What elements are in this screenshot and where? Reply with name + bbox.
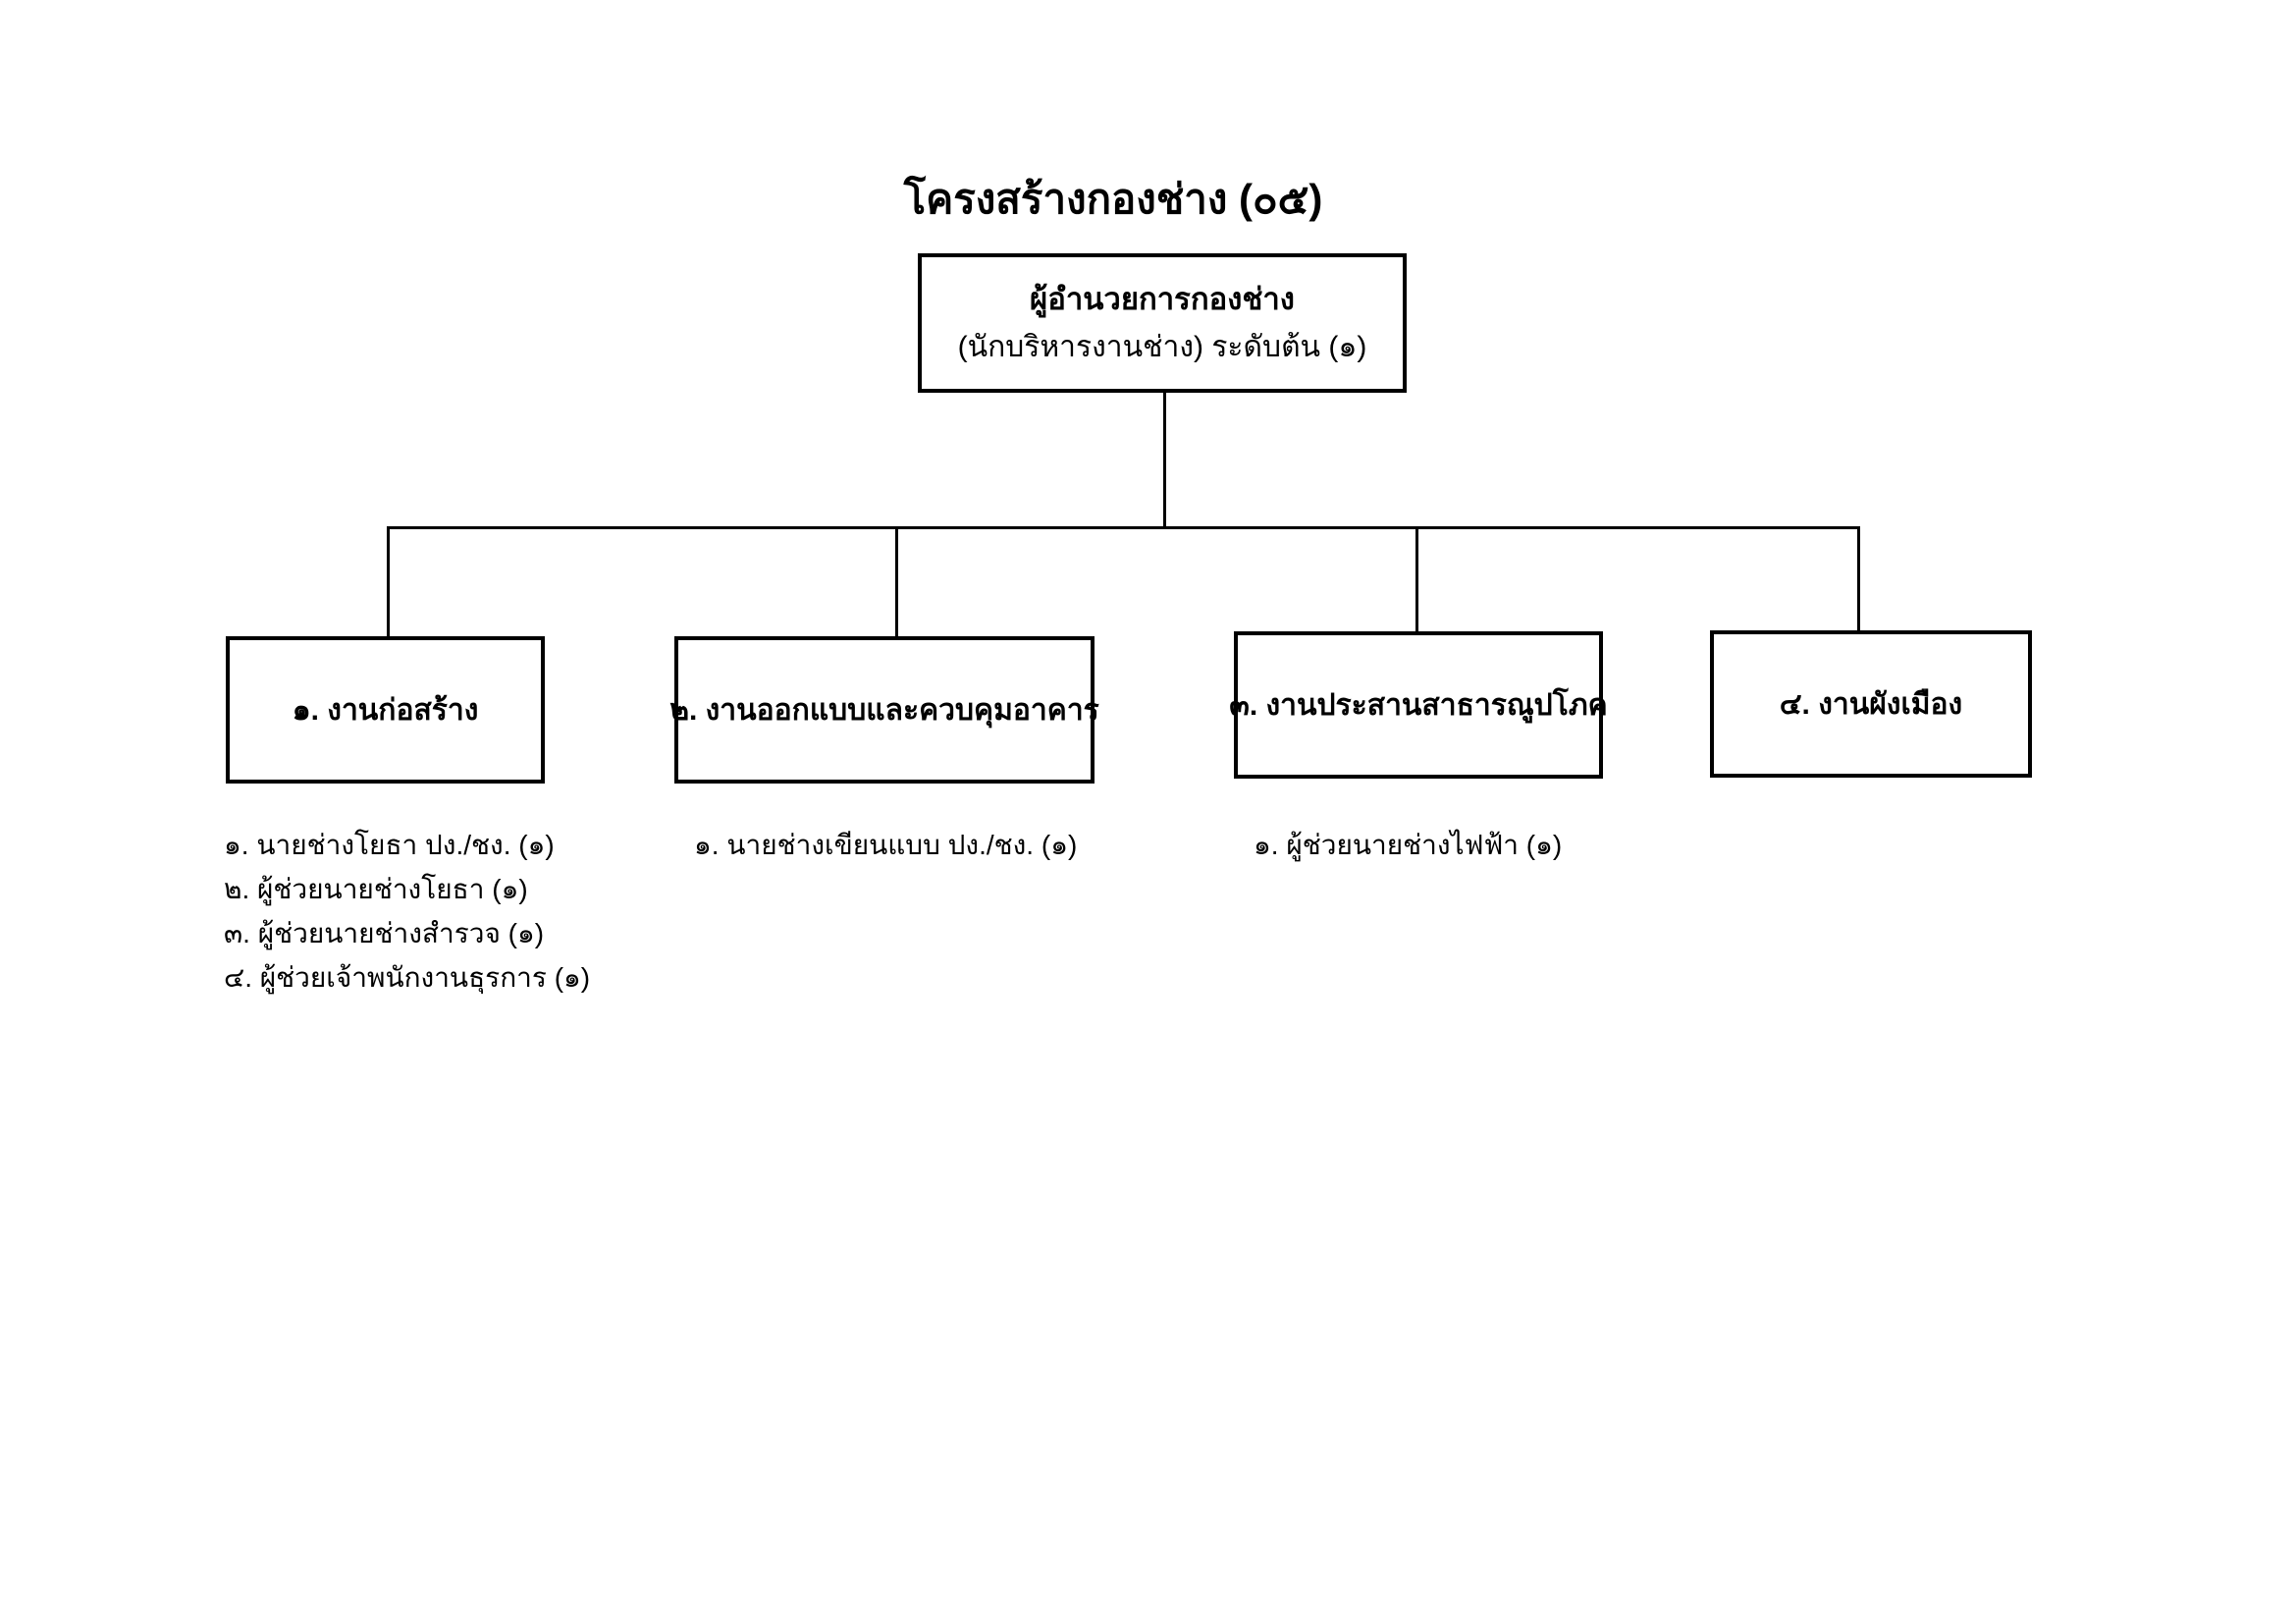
staff-list-construction: ๑. นายช่างโยธา ปง./ชง. (๑) ๒. ผู้ช่วยนาย… bbox=[224, 823, 590, 1000]
staff-list-design-building-control: ๑. นายช่างเขียนแบบ ปง./ชง. (๑) bbox=[694, 823, 1077, 867]
page-title: โครงสร้างกองช่าง (๐๕) bbox=[903, 176, 1323, 222]
section-box-label: ๒. งานออกแบบและควบคุมอาคาร bbox=[669, 693, 1099, 727]
connector-drop-line-1 bbox=[387, 526, 390, 636]
staff-list-item: ๑. นายช่างโยธา ปง./ชง. (๑) bbox=[224, 830, 555, 860]
connector-drop-line-4 bbox=[1857, 526, 1860, 630]
connector-rail-line bbox=[387, 526, 1860, 529]
director-box: ผู้อำนวยการกองช่าง (นักบริหารงานช่าง) ระ… bbox=[918, 253, 1407, 393]
section-box-label: ๔. งานผังเมือง bbox=[1779, 687, 1963, 721]
staff-list-item: ๑. นายช่างเขียนแบบ ปง./ชง. (๑) bbox=[694, 830, 1078, 860]
section-box-label: ๓. งานประสานสาธารณูปโภค bbox=[1229, 688, 1608, 722]
section-box-town-planning: ๔. งานผังเมือง bbox=[1710, 630, 2032, 778]
staff-list-item: ๑. ผู้ช่วยนายช่างไฟฟ้า (๑) bbox=[1254, 830, 1563, 860]
connector-drop-line-2 bbox=[895, 526, 898, 636]
director-title: ผู้อำนวยการกองช่าง bbox=[1030, 282, 1295, 316]
director-subtitle: (นักบริหารงานช่าง) ระดับต้น (๑) bbox=[957, 331, 1367, 363]
staff-list-item: ๒. ผู้ช่วยนายช่างโยธา (๑) bbox=[224, 874, 528, 904]
staff-list-public-utilities-coordination: ๑. ผู้ช่วยนายช่างไฟฟ้า (๑) bbox=[1254, 823, 1562, 867]
staff-list-item: ๔. ผู้ช่วยเจ้าพนักงานธุรการ (๑) bbox=[224, 962, 591, 993]
connector-trunk-line bbox=[1163, 391, 1166, 527]
section-box-label: ๑. งานก่อสร้าง bbox=[292, 693, 479, 727]
section-box-construction: ๑. งานก่อสร้าง bbox=[226, 636, 545, 784]
section-box-design-building-control: ๒. งานออกแบบและควบคุมอาคาร bbox=[669, 636, 1099, 784]
section-box-public-utilities-coordination: ๓. งานประสานสาธารณูปโภค bbox=[1229, 631, 1608, 779]
connector-drop-line-3 bbox=[1415, 526, 1418, 631]
staff-list-item: ๓. ผู้ช่วยนายช่างสำรวจ (๑) bbox=[224, 918, 545, 948]
